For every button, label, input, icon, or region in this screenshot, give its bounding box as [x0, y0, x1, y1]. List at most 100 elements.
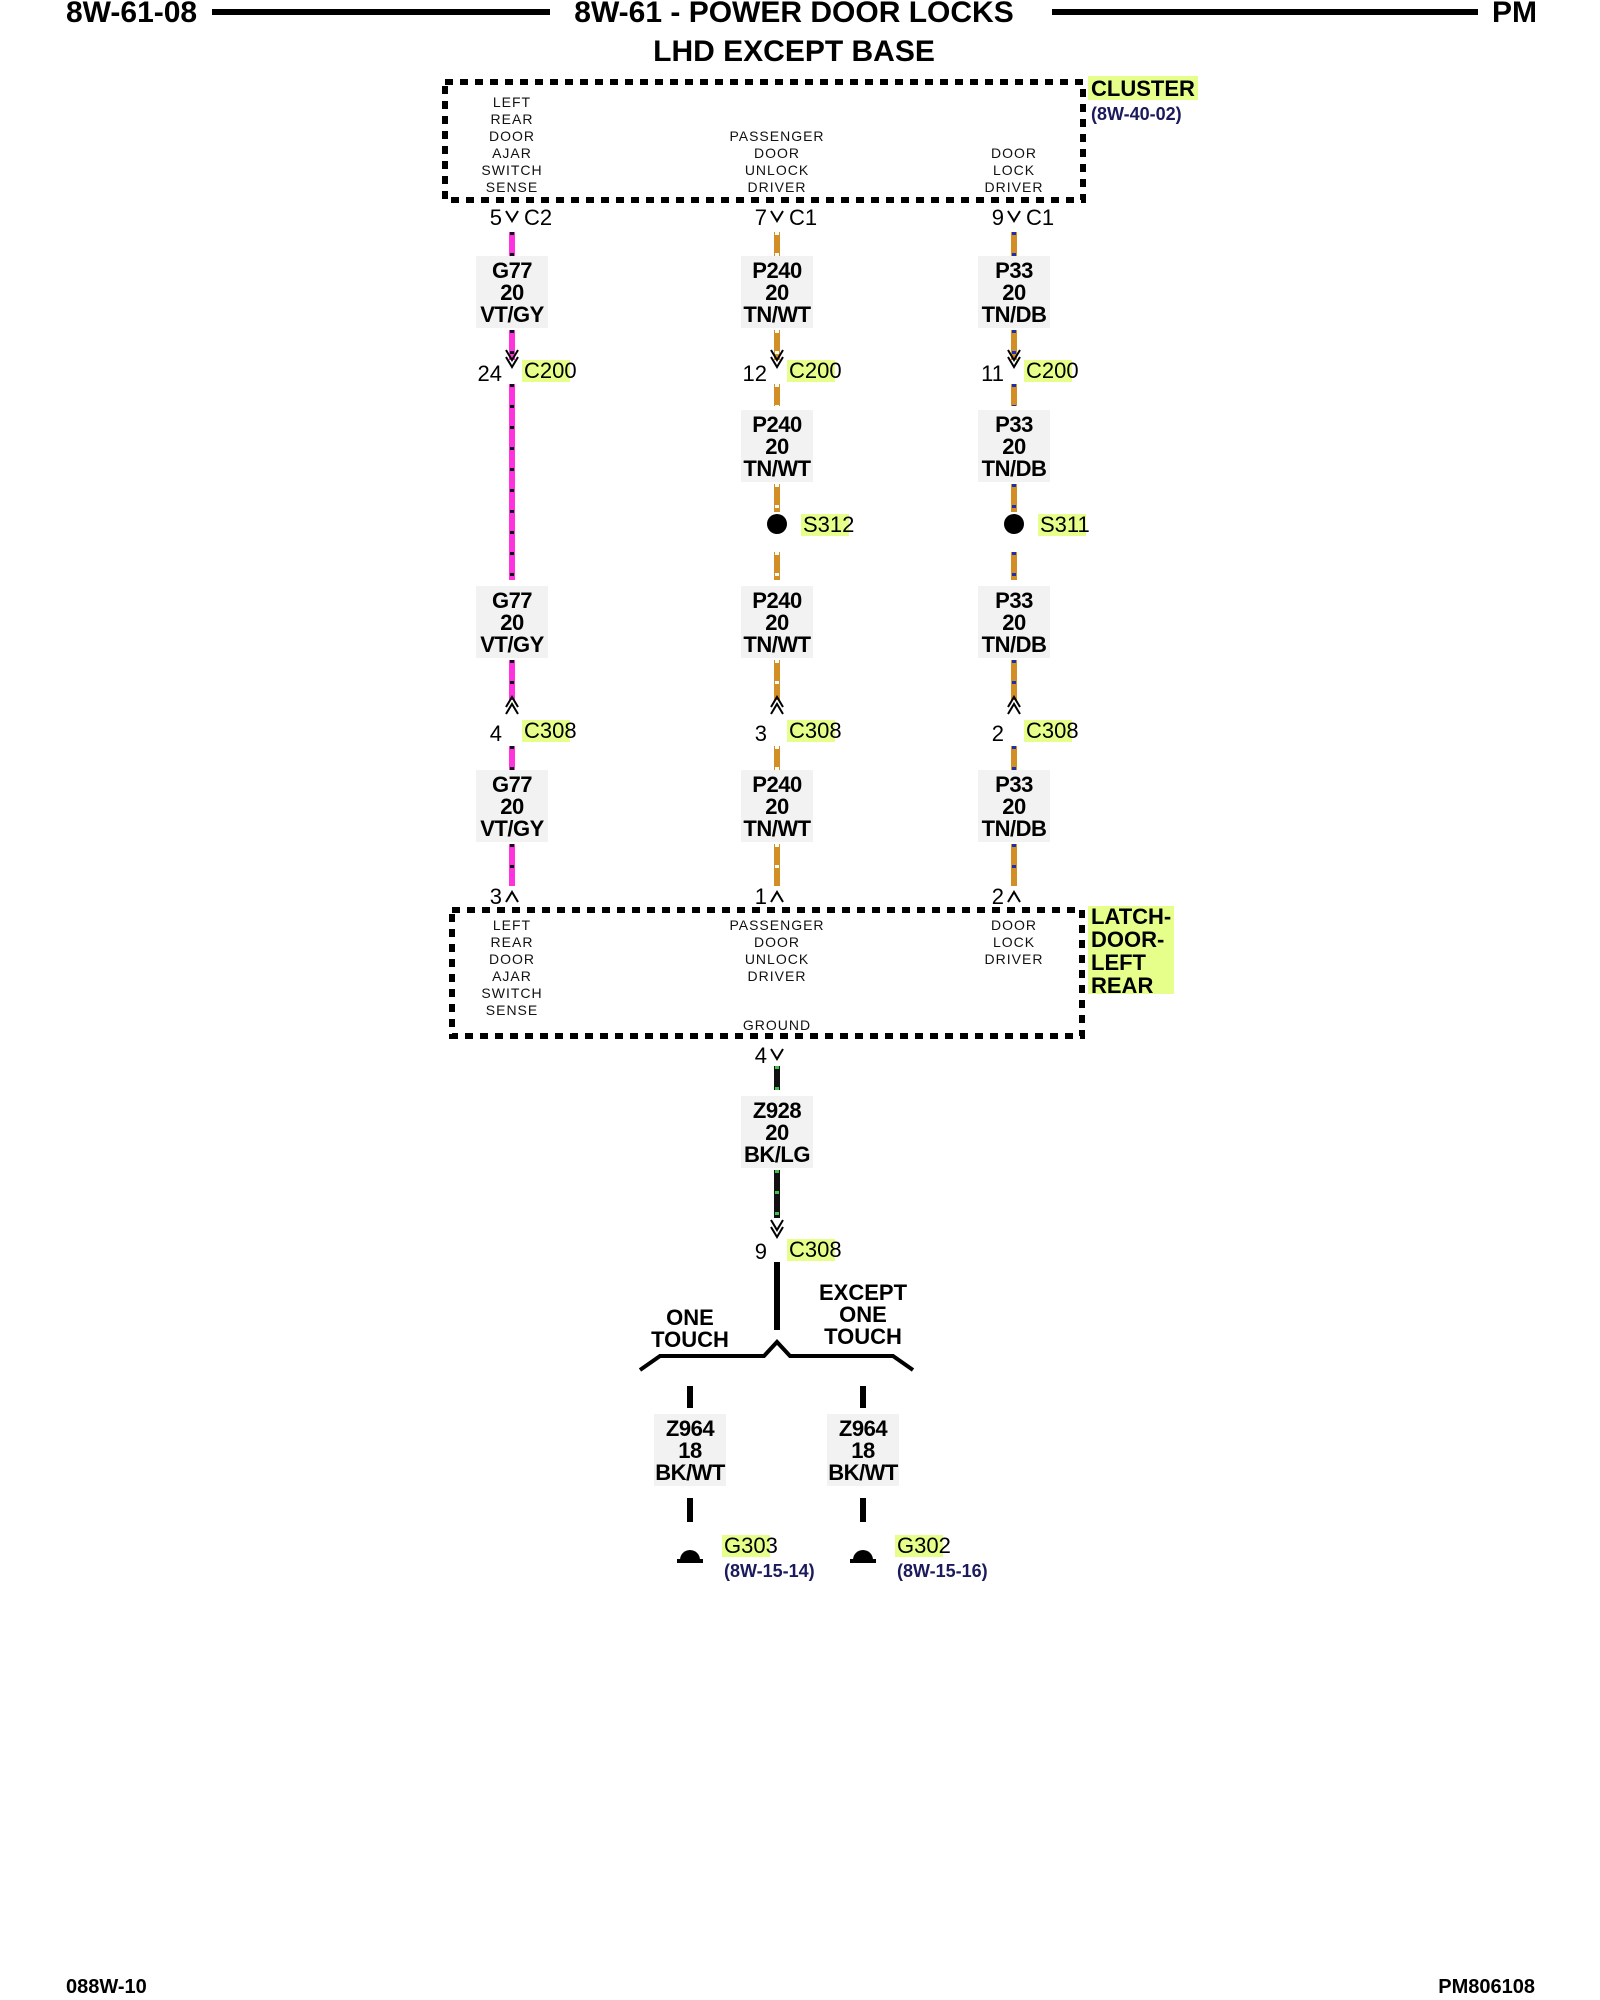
wire-label-bg: [978, 410, 1050, 482]
c200-connector-label: C200: [1026, 358, 1079, 383]
header-left-code: 8W-61-08: [66, 0, 197, 29]
cluster-pin-label: AJAR: [492, 145, 532, 161]
wire-label-bg: [476, 586, 548, 658]
connector-chevron-icon: [770, 890, 784, 903]
wire-label-bg: [741, 770, 813, 842]
ground-point-label-highlight: [895, 1535, 943, 1557]
connector-chevron-icon: [1007, 349, 1021, 369]
connector-chevron-icon: [770, 1219, 784, 1239]
splice-label-highlight: [1038, 514, 1086, 536]
c308-connector-label-highlight: [522, 720, 570, 742]
connector-chevron-icon: [505, 210, 519, 223]
wire-label-line: G77: [492, 258, 532, 283]
cluster-pin-label: REAR: [491, 111, 534, 127]
footer-right-code: PM806108: [1438, 1976, 1535, 1998]
latch-box: [449, 907, 1085, 1039]
connector-chevron-icon: [1007, 210, 1021, 223]
wire-label-line: TN/DB: [982, 632, 1047, 657]
c200-connector-label-highlight: [1024, 360, 1072, 382]
wire-label-line: 20: [765, 434, 789, 459]
c200-pin-number: 24: [478, 361, 502, 386]
option-label: TOUCH: [824, 1324, 902, 1349]
wire-label-line: 20: [1002, 280, 1026, 305]
cluster-connector-label: C1: [789, 205, 817, 230]
latch-pin-label: SENSE: [486, 1002, 538, 1018]
wire-label-bg: [978, 256, 1050, 328]
c308-pin-number: 2: [992, 721, 1004, 746]
wire-label-line: P33: [995, 412, 1033, 437]
connector-chevron-icon: [770, 1048, 784, 1061]
header-right-code: PM: [1492, 0, 1537, 29]
connector-chevron-icon: [505, 695, 519, 715]
header-title: 8W-61 - POWER DOOR LOCKS: [574, 0, 1013, 29]
option-split-bracket: [638, 1339, 915, 1372]
wire-label-line: G77: [492, 588, 532, 613]
c308-pin-number: 3: [755, 721, 767, 746]
wire-label-bg: [978, 586, 1050, 658]
wire-label-line: 20: [1002, 434, 1026, 459]
wire-label-line: P240: [752, 772, 802, 797]
cluster-pin-label: PASSENGER: [729, 128, 824, 144]
wire-label-line: Z964: [839, 1416, 888, 1441]
c200-connector-label-highlight: [787, 360, 835, 382]
latch-pin-label: REAR: [491, 934, 534, 950]
wire-label-line: TN/DB: [982, 456, 1047, 481]
wire-label-bg: [827, 1414, 899, 1486]
c308-connector-label-highlight: [1024, 720, 1072, 742]
latch-ground-pin-label: GROUND: [743, 1017, 811, 1033]
latch-pin-number: 1: [755, 884, 767, 909]
latch-pin-label: DRIVER: [748, 968, 807, 984]
wire-label-line: 18: [851, 1438, 875, 1463]
wire-label-bg: [741, 256, 813, 328]
cluster-pin-label: UNLOCK: [745, 162, 809, 178]
cluster-ref: (8W-40-02): [1091, 104, 1182, 124]
wire-label-bg: [978, 770, 1050, 842]
ground-point-label: G303: [724, 1533, 778, 1558]
wire-label-line: Z928: [753, 1098, 801, 1123]
option-label: EXCEPT: [819, 1280, 908, 1305]
latch-pin-label: PASSENGER: [729, 917, 824, 933]
latch-pin-label: UNLOCK: [745, 951, 809, 967]
wire-label-line: BK/WT: [655, 1460, 726, 1485]
connector-chevron-icon: [770, 695, 784, 715]
wire-label-line: 20: [765, 794, 789, 819]
connector-chevron-icon: [505, 890, 519, 903]
cluster-label: CLUSTER: [1091, 76, 1195, 101]
ground-point-ref: (8W-15-16): [897, 1561, 988, 1581]
latch-pin-number: 2: [992, 884, 1004, 909]
latch-label-line: LEFT: [1091, 950, 1147, 975]
wire-label-bg: [741, 410, 813, 482]
latch-pin-label: LOCK: [993, 934, 1035, 950]
wire-label-line: 20: [1002, 794, 1026, 819]
c200-connector-label-highlight: [522, 360, 570, 382]
cluster-pin-label: LEFT: [493, 94, 531, 110]
wire-label-line: Z964: [666, 1416, 715, 1441]
wire-label-line: TN/DB: [982, 302, 1047, 327]
cluster-pin-label: DOOR: [754, 145, 800, 161]
wire-label-line: P240: [752, 412, 802, 437]
c200-pin-number: 11: [981, 361, 1004, 386]
wire-label-line: TN/DB: [982, 816, 1047, 841]
connector-chevron-icon: [505, 349, 519, 369]
latch-pin-label: DOOR: [754, 934, 800, 950]
cluster-pin-label: DRIVER: [985, 179, 1044, 195]
cluster-pin-label: SWITCH: [481, 162, 542, 178]
option-label: ONE: [839, 1302, 887, 1327]
cluster-pin-label: DOOR: [991, 145, 1037, 161]
c308-pin-number: 4: [490, 721, 502, 746]
wire-label-line: 20: [765, 1120, 789, 1145]
wire-label-line: P33: [995, 258, 1033, 283]
latch-label-line: LATCH-: [1091, 904, 1171, 929]
wire-label-line: BK/LG: [744, 1142, 810, 1167]
wire-label-bg: [476, 256, 548, 328]
wire-label-line: 20: [500, 280, 524, 305]
c200-connector-label: C200: [789, 358, 842, 383]
footer-left-code: 088W-10: [66, 1976, 147, 1998]
cluster-pin-number: 7: [755, 205, 767, 230]
c308-connector-label-highlight: [787, 720, 835, 742]
latch-pin-label: SWITCH: [481, 985, 542, 1001]
wire-label-line: 20: [1002, 610, 1026, 635]
